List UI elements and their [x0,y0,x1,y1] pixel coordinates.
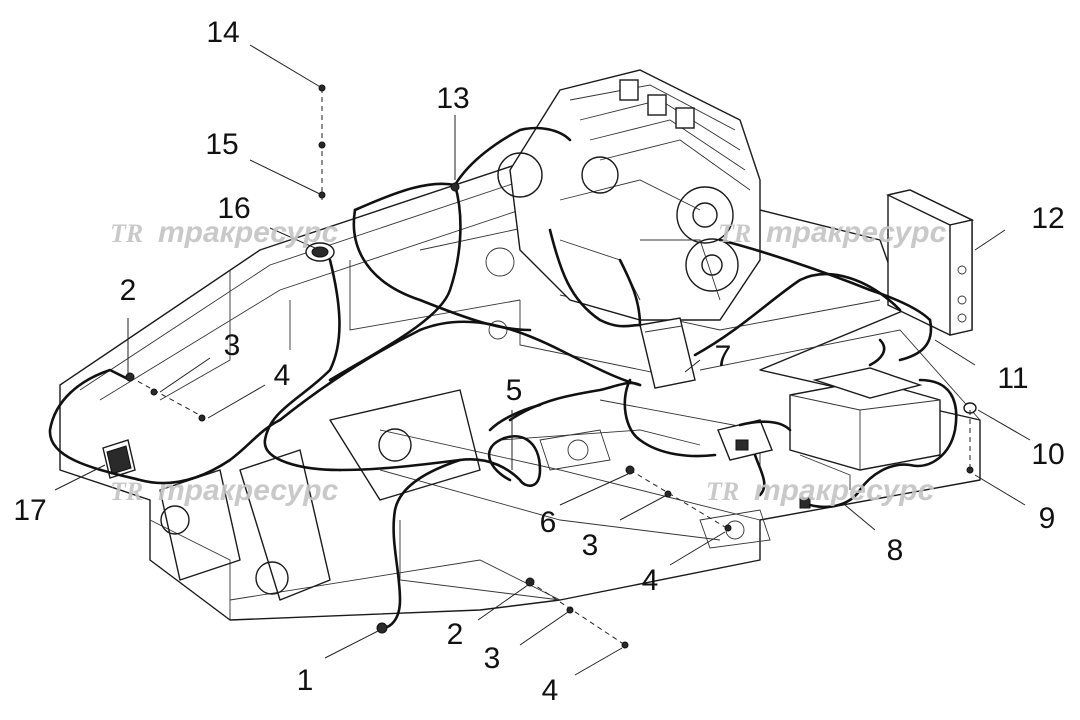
callout-label: 8 [887,534,904,567]
callout-label: 12 [1031,202,1064,235]
callout-label: 6 [540,506,557,539]
callout-label: 11 [997,362,1028,395]
watermark-logo: TR [110,477,143,506]
callout-label: 16 [217,192,250,225]
callout-label: 4 [274,359,291,392]
callout-label: 4 [642,564,659,597]
callout-label: 3 [582,529,599,562]
callout-label: 5 [506,374,523,407]
callout-label: 2 [120,274,137,307]
callout-label: 14 [206,16,239,49]
leader-lines [54,44,1031,676]
callout-label: 1 [297,664,314,697]
chassis-frame [59,149,981,621]
assembly-lines [129,88,971,646]
control-unit [639,317,696,389]
watermark-text: тракресурс [754,474,935,507]
callout-label: 9 [1039,502,1056,535]
callout-label: 17 [13,494,46,527]
watermark-4: TR тракресурс [706,474,935,507]
callout-label: 13 [436,82,469,115]
callout-labels: 1 2 3 4 5 6 7 8 9 10 11 12 13 14 15 16 1… [13,16,1064,707]
watermark-logo: TR [706,477,739,506]
callout-label: 10 [1031,438,1064,471]
battery-pack [789,367,941,490]
callout-label: 15 [205,128,238,161]
watermark-logo: TR [110,219,143,248]
callout-label: 3 [484,642,501,675]
round-gauge [305,242,335,262]
watermark-3: TR тракресурс [110,474,339,507]
watermark-text: тракресурс [158,474,339,507]
callout-label: 2 [447,618,464,651]
work-lamp [102,439,136,479]
engine-assembly [497,69,761,321]
wiring-harness [48,126,958,630]
callout-label: 4 [542,674,559,707]
callout-label: 7 [715,340,732,373]
watermark-1: TR тракресурс [110,216,339,249]
watermark-text: тракресурс [766,216,947,249]
watermark-2: TR тракресурс [718,216,947,249]
electrical-box [885,189,975,336]
callout-label: 3 [224,329,241,362]
watermark-logo: TR [718,219,751,248]
watermark-text: тракресурс [158,216,339,249]
